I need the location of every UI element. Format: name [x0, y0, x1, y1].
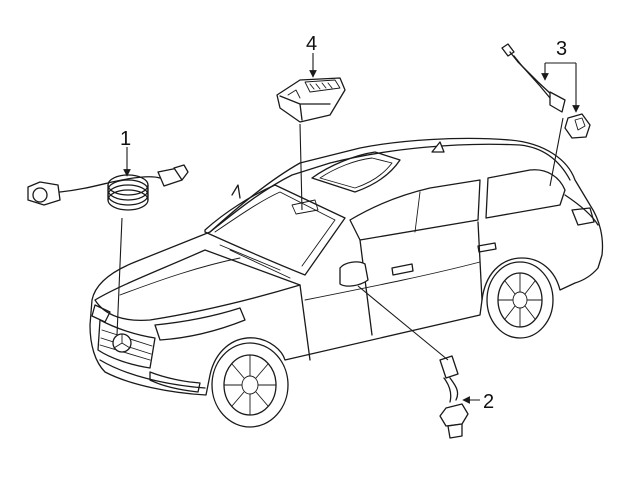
part-4-control-module: [276, 77, 346, 123]
callout-2: 2: [483, 391, 494, 413]
callout-3: 3: [556, 38, 567, 60]
callout-1: 1: [120, 128, 131, 150]
callout-4: 4: [306, 33, 317, 55]
car-illustration: [89, 137, 604, 428]
leader-lines: [116, 53, 580, 404]
part-1-cable-assembly: [27, 164, 189, 211]
part-2-sensor-pigtail: [439, 355, 469, 439]
part-3-sensor-harness: [501, 43, 591, 139]
